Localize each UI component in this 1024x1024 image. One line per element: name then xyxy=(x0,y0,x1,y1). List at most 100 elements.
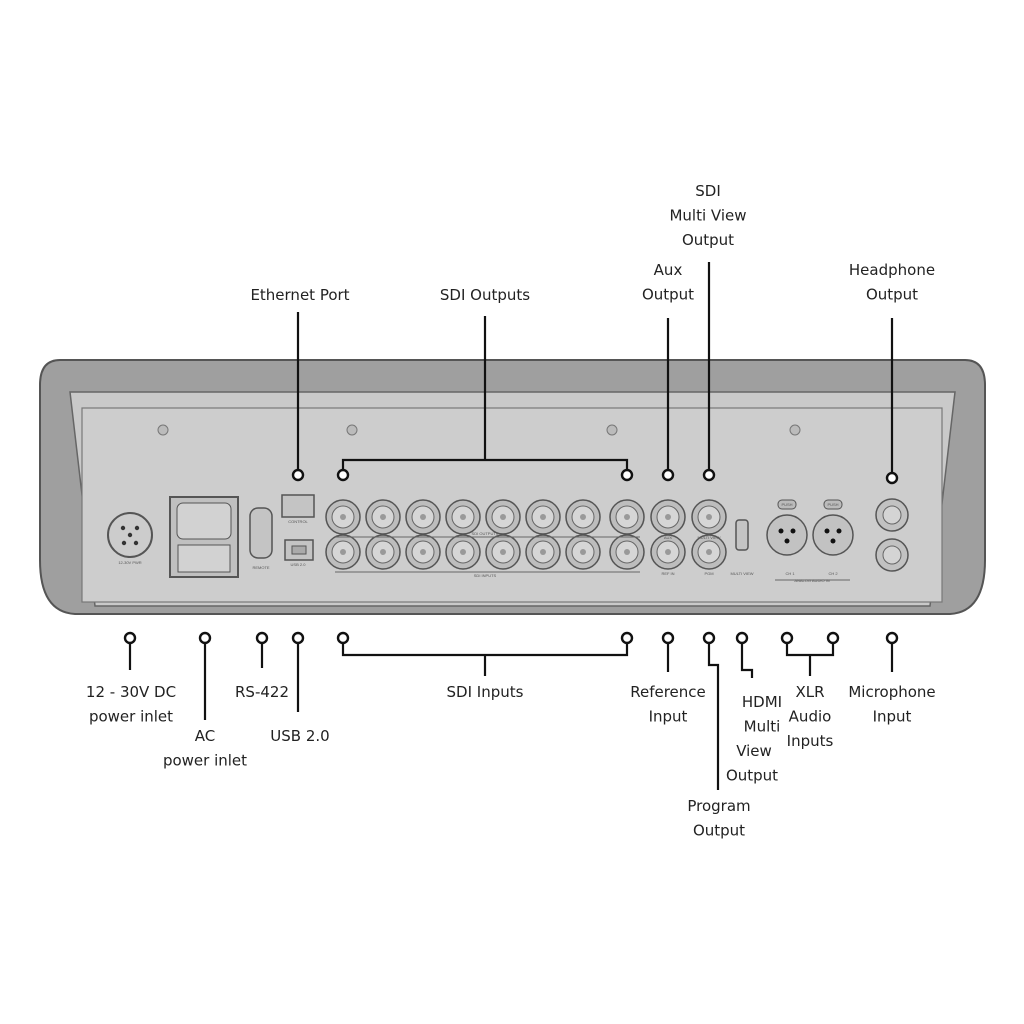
label-hdmi: HDMI xyxy=(742,693,782,711)
label-multiview-sdi: Multi View xyxy=(669,207,746,225)
label-aux: Output xyxy=(642,286,694,304)
label-microphone: Input xyxy=(873,708,912,726)
program-output-connector-pin xyxy=(706,549,712,555)
audio-jack-inner xyxy=(882,545,902,565)
xlr-audio-connector xyxy=(766,514,808,556)
sdi-output-connector-pin xyxy=(340,514,346,520)
pin xyxy=(120,525,126,531)
label-sdi-outputs: SDI Outputs xyxy=(440,286,530,304)
callout-dot xyxy=(661,631,675,645)
callout-dot xyxy=(255,631,269,645)
panel-marking-push: PUSH xyxy=(781,502,792,507)
sdi-output-connector-pin xyxy=(500,514,506,520)
reference-input-connector-pin xyxy=(665,549,671,555)
label-multiview-sdi: SDI xyxy=(695,182,721,200)
push-latch xyxy=(823,499,843,510)
label-program: Output xyxy=(693,822,745,840)
hdmi-port xyxy=(735,519,749,551)
label-hdmi: Output xyxy=(726,767,778,785)
callout-line xyxy=(707,638,720,790)
callout-dot xyxy=(702,468,716,482)
rs422-connector xyxy=(249,507,273,559)
label-hdmi: Multi xyxy=(744,718,781,736)
pin xyxy=(836,528,842,534)
xlr-audio-connector xyxy=(812,514,854,556)
sdi-output-connector-pin xyxy=(420,514,426,520)
panel-marking-ref: REF IN xyxy=(661,571,674,576)
pin xyxy=(127,532,133,538)
sdi-output-connector-pin xyxy=(540,514,546,520)
pin xyxy=(830,538,836,544)
pin xyxy=(790,528,796,534)
sdi-output-connector-pin xyxy=(380,514,386,520)
label-ac-power: AC xyxy=(195,727,215,745)
panel-marking-push: PUSH xyxy=(827,502,838,507)
panel-marking-dc: 12-30V PWR xyxy=(118,560,141,565)
ethernet-port xyxy=(281,494,315,518)
label-multiview-sdi: Output xyxy=(682,231,734,249)
pin xyxy=(121,540,127,546)
sdi-input-connector-pin xyxy=(540,549,546,555)
multiview-sdi-connector-pin xyxy=(706,514,712,520)
sdi-input-connector-pin xyxy=(460,549,466,555)
callout-dot xyxy=(336,631,350,645)
callout-dot xyxy=(291,631,305,645)
label-ac-power: power inlet xyxy=(163,752,247,770)
panel-marking-aux: AUX xyxy=(664,535,673,540)
panel-marking-control: CONTROL xyxy=(288,519,308,524)
label-microphone: Microphone xyxy=(848,683,935,701)
sdi-input-connector-pin xyxy=(624,549,630,555)
callout-line xyxy=(341,638,629,676)
callout-dot xyxy=(620,468,634,482)
label-ethernet: Ethernet Port xyxy=(250,286,349,304)
label-xlr: Inputs xyxy=(787,732,834,750)
pin xyxy=(133,540,139,546)
label-headphone: Output xyxy=(866,286,918,304)
callout-line xyxy=(785,638,835,676)
callout-dot xyxy=(291,468,305,482)
ac-socket xyxy=(176,502,232,540)
callout-dot xyxy=(661,468,675,482)
screw-icon xyxy=(157,424,169,436)
label-aux: Aux xyxy=(654,261,683,279)
sdi-output-connector-pin xyxy=(624,514,630,520)
callout-dot xyxy=(336,468,350,482)
callout-dot xyxy=(826,631,840,645)
sdi-input-connector-pin xyxy=(380,549,386,555)
label-usb: USB 2.0 xyxy=(270,727,329,745)
push-latch xyxy=(777,499,797,510)
panel-marking-sdi_in: SDI INPUTS xyxy=(474,573,497,578)
sdi-input-connector-pin xyxy=(500,549,506,555)
callout-dot xyxy=(735,631,749,645)
panel-marking-hdmi: MULTI VIEW xyxy=(730,571,753,576)
sdi-output-connector-pin xyxy=(580,514,586,520)
callout-dot xyxy=(620,631,634,645)
sdi-input-connector-pin xyxy=(420,549,426,555)
label-xlr: XLR xyxy=(795,683,824,701)
callout-dot xyxy=(123,631,137,645)
panel-marking-usb: USB 2.0 xyxy=(291,562,307,567)
label-sdi-inputs: SDI Inputs xyxy=(447,683,524,701)
callout-line xyxy=(740,638,754,678)
label-rs422: RS-422 xyxy=(235,683,289,701)
callout-dot xyxy=(885,471,899,485)
sdi-output-connector-pin xyxy=(460,514,466,520)
label-xlr: Audio xyxy=(789,708,832,726)
sdi-input-connector-pin xyxy=(340,549,346,555)
pin xyxy=(824,528,830,534)
pin xyxy=(778,528,784,534)
panel-marking-multiview: MULTI VIEW xyxy=(697,535,720,540)
panel-marking-ch1: CH 1 xyxy=(785,571,795,576)
panel-marking-analog: ANALOG AUDIO IN xyxy=(794,578,829,583)
label-dc-power: 12 - 30V DC xyxy=(86,683,176,701)
callout-line xyxy=(341,316,629,475)
screw-icon xyxy=(346,424,358,436)
sdi-input-connector-pin xyxy=(580,549,586,555)
label-dc-power: power inlet xyxy=(89,708,173,726)
panel-marking-remote: REMOTE xyxy=(252,565,269,570)
screw-icon xyxy=(606,424,618,436)
fuse-drawer xyxy=(177,544,231,573)
callout-dot xyxy=(702,631,716,645)
panel-marking-sdi_out: SDI OUTPUTS xyxy=(472,531,499,536)
